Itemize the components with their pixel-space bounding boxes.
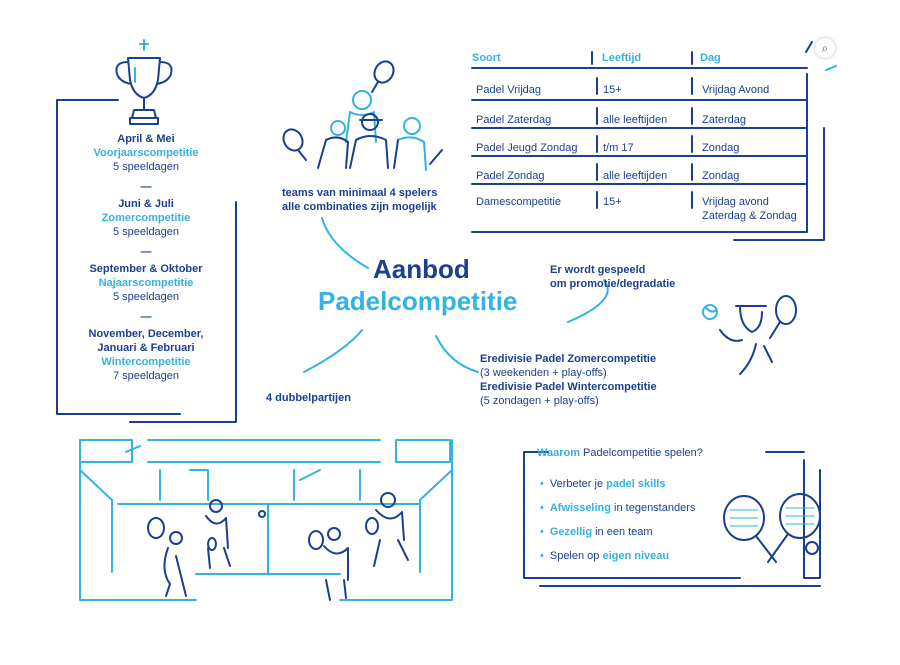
header-leeftijd: Leeftijd [602,52,642,64]
list-item: •Afwisseling in tegenstanders [540,502,696,514]
season-name: Zomercompetitie [101,212,191,224]
table-header: Soort Leeftijd Dag [472,48,807,66]
cell-leeftijd: 15+ [603,84,622,96]
teams-note-line: alle combinaties zijn mogelijk [282,201,437,213]
promotie-note-line: Er wordt gespeeld [550,264,646,276]
separator: — [140,181,152,193]
waarom-list: •Verbeter je padel skills •Afwisseling i… [540,472,695,568]
eredivisie-detail: (5 zondagen + play-offs) [480,395,599,407]
season-days: 5 speeldagen [112,226,180,238]
season-list: April & Mei Voorjaarscompetitie 5 speeld… [57,132,235,389]
dubbel-note: 4 dubbelpartijen [266,392,351,404]
season-months: Juni & Juli [118,198,174,210]
cell-dag-line2: Zaterdag & Zondag [702,210,797,222]
table-row: Padel Zondag alle leeftijden Zondag [472,162,807,190]
teams-note-line: teams van minimaal 4 spelers [282,187,438,199]
season-name: Najaarscompetitie [98,277,194,289]
waarom-title: Waarom Padelcompetitie spelen? [537,447,703,459]
cell-leeftijd: alle leeftijden [603,170,668,182]
teams-note: teams van minimaal 4 spelers alle combin… [282,186,437,214]
eredivisie-detail: (3 weekenden + play-offs) [480,367,607,379]
waarom-title-accent: Waarom [537,447,580,459]
eredivisie-title: Eredivisie Padel Wintercompetitie [480,381,657,393]
cell-dag: Vrijdag avond [702,196,769,208]
cell-soort: Padel Jeugd Zondag [476,142,578,154]
padel-team-icon [282,60,443,171]
cell-dag: Zondag [702,142,740,154]
promotie-note-line: om promotie/degradatie [550,278,676,290]
connector-lines [303,217,609,373]
season-spring: April & Mei Voorjaarscompetitie 5 speeld… [57,132,235,174]
cell-soort: Padel Zondag [476,170,545,182]
header-dag: Dag [700,52,721,64]
season-days: 5 speeldagen [112,291,180,303]
season-months: Januari & Februari [97,342,195,354]
season-winter: November, December, Januari & Februari W… [57,327,235,383]
cell-soort: Padel Vrijdag [476,84,542,96]
cell-leeftijd: 15+ [603,196,622,208]
season-name: Voorjaarscompetitie [93,147,199,159]
list-item: •Verbeter je padel skills [540,478,666,490]
trophy-icon [115,39,173,125]
season-autumn: September & Oktober Najaarscompetitie 5 … [57,262,235,304]
table-row: Padel Zaterdag alle leeftijden Zaterdag [472,106,807,134]
padel-rackets-icon [723,493,821,563]
season-months: April & Mei [117,133,175,145]
season-name: Wintercompetitie [101,356,191,368]
season-days: 5 speeldagen [112,161,180,173]
waarom-box-frame [523,451,821,587]
header-soort: Soort [472,52,501,64]
cell-soort: Padel Zaterdag [476,114,552,126]
season-box-frame [56,99,237,423]
page-subtitle: Padelcompetitie [318,286,518,316]
table-row: Padel Jeugd Zondag t/m 17 Zondag [472,134,807,162]
eredivisie-note: Eredivisie Padel Zomercompetitie (3 week… [480,352,657,408]
list-item: •Spelen op eigen niveau [540,550,670,562]
cell-leeftijd: t/m 17 [603,142,634,154]
page-title: Aanbod [373,254,470,284]
cell-soort: Damescompetitie [476,196,561,208]
waarom-title-rest: Padelcompetitie spelen? [580,447,703,459]
table-row: Damescompetitie 15+ Vrijdag avond Zaterd… [472,188,807,228]
cell-dag: Zondag [702,170,740,182]
cell-dag: Zaterdag [702,114,747,126]
table-row: Padel Vrijdag 15+ Vrijdag Avond [472,76,807,104]
season-summer: Juni & Juli Zomercompetitie 5 speeldagen [57,197,235,239]
lens-icon[interactable]: ⌕ [815,38,835,58]
season-days: 7 speeldagen [112,370,180,382]
padel-player-icon [702,295,797,375]
season-months: November, December, [88,328,204,340]
season-months: September & Oktober [89,263,203,275]
cell-dag: Vrijdag Avond [702,84,770,96]
eredivisie-title: Eredivisie Padel Zomercompetitie [480,353,657,365]
separator: — [140,246,152,258]
promotie-note: Er wordt gespeeld om promotie/degradatie [550,263,675,291]
cell-leeftijd: alle leeftijden [603,114,668,126]
padel-court-icon [79,439,453,601]
separator: — [140,311,152,323]
table-lines [471,41,825,241]
list-item: •Gezellig in een team [540,526,653,538]
